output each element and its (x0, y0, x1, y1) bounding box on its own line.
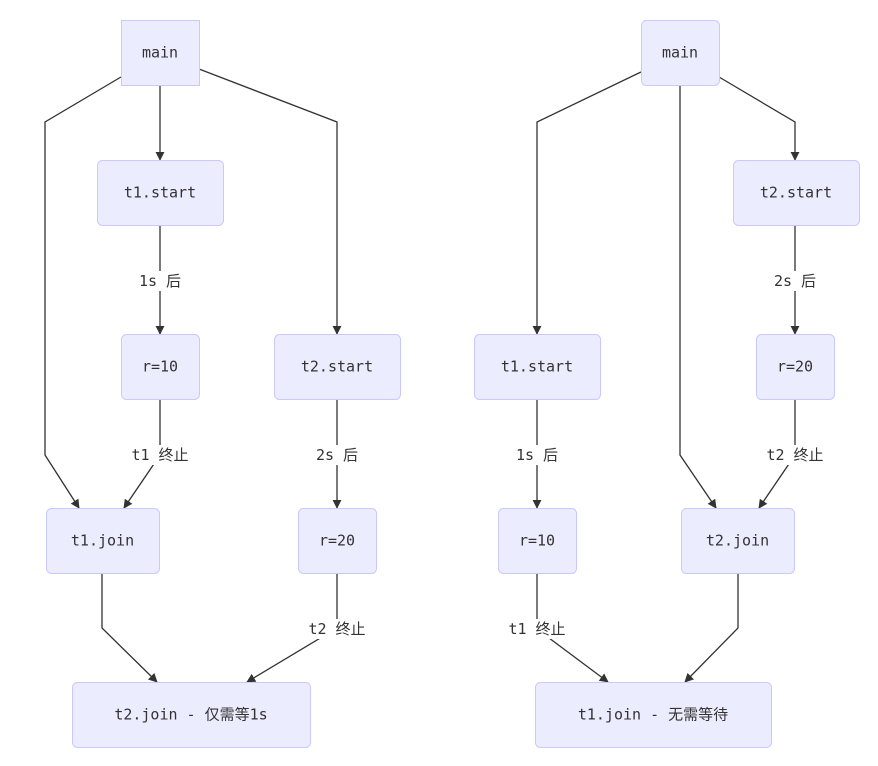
edge-label-text: 2s 后 (316, 446, 358, 464)
node-box (641, 20, 720, 86)
left-edge-label: t1 终止 (129, 445, 191, 465)
right-node-main[interactable]: main (641, 20, 720, 86)
right-node-t2start[interactable]: t2.start (733, 160, 860, 226)
left-node-r20[interactable]: r=20 (298, 508, 377, 574)
edge-label-text: t1 终止 (508, 620, 565, 638)
right-edge-main-to-t2join (679, 85, 717, 509)
edge-arrow (684, 573, 739, 683)
right-edge-t2join-to-t1join (684, 573, 739, 683)
left-node-r10[interactable]: r=10 (121, 334, 200, 400)
node-label: r=20 (777, 358, 813, 376)
node-label: t1.start (501, 358, 573, 376)
node-label: t2.join (706, 532, 769, 550)
node-label: r=10 (142, 358, 178, 376)
node-box (498, 508, 577, 574)
node-label: r=20 (319, 532, 355, 550)
right-edge-label: t1 终止 (506, 619, 568, 639)
edge-label-background (764, 445, 826, 465)
right-edge-main-to-t2start (718, 76, 800, 161)
edge-arrow (198, 68, 342, 335)
node-label: t1.join (71, 532, 134, 550)
right-node-t1join[interactable]: t1.join - 无需等待 (535, 682, 772, 748)
node-label: main (142, 44, 178, 62)
edge-label-background (513, 445, 561, 465)
edge-label-text: t1 终止 (131, 446, 188, 464)
edge-label-background (313, 445, 361, 465)
left-node-t1join[interactable]: t1.join (46, 508, 160, 574)
right-node-t2join[interactable]: t2.join (681, 508, 795, 574)
node-box (274, 334, 401, 400)
node-box (72, 682, 311, 748)
node-label: main (662, 44, 698, 62)
right-edge-label: t2 终止 (764, 445, 826, 465)
left-node-main[interactable]: main (121, 20, 200, 86)
node-box (535, 682, 772, 748)
edge-label-text: t2 终止 (766, 446, 823, 464)
node-label: t2.join - 仅需等1s (114, 706, 267, 724)
edge-arrow (718, 76, 800, 161)
edge-label-background (506, 619, 568, 639)
right-edge-label: 1s 后 (513, 445, 561, 465)
node-box (46, 508, 160, 574)
right-edge-label: 2s 后 (771, 271, 819, 291)
edge-label-background (129, 445, 191, 465)
left-node-t2join[interactable]: t2.join - 仅需等1s (72, 682, 311, 748)
node-box (121, 20, 200, 86)
left-edge-label: 1s 后 (136, 271, 184, 291)
node-box (121, 334, 200, 400)
node-box (298, 508, 377, 574)
node-label: t1.join - 无需等待 (578, 706, 728, 724)
left-edge-t1join-to-t2join (101, 573, 158, 683)
left-edge-main-to-t1join (44, 76, 122, 509)
right-node-t1start[interactable]: t1.start (474, 334, 601, 400)
edge-label-background (136, 271, 184, 291)
right-node-r10[interactable]: r=10 (498, 508, 577, 574)
edge-label-text: 1s 后 (516, 446, 558, 464)
edge-label-text: 1s 后 (139, 272, 181, 290)
edge-label-text: 2s 后 (774, 272, 816, 290)
left-edge-main-to-t2start (198, 68, 342, 335)
right-edge-main-to-t1start (532, 71, 642, 335)
edge-arrow (101, 573, 158, 683)
node-box (756, 334, 835, 400)
left-edge-label: t2 终止 (306, 619, 368, 639)
edge-label-background (771, 271, 819, 291)
node-box (733, 160, 860, 226)
node-label: t1.start (124, 184, 196, 202)
left-node-t1start[interactable]: t1.start (97, 160, 224, 226)
left-node-t2start[interactable]: t2.start (274, 334, 401, 400)
edge-label-text: t2 终止 (308, 620, 365, 638)
node-box (681, 508, 795, 574)
node-box (474, 334, 601, 400)
edge-arrow (679, 85, 717, 509)
node-label: t2.start (301, 358, 373, 376)
node-box (97, 160, 224, 226)
node-label: r=10 (519, 532, 555, 550)
right-node-r20[interactable]: r=20 (756, 334, 835, 400)
node-label: t2.start (760, 184, 832, 202)
left-edge-label: 2s 后 (313, 445, 361, 465)
edge-label-background (306, 619, 368, 639)
edge-arrow (532, 71, 642, 335)
edge-arrow (44, 76, 122, 509)
